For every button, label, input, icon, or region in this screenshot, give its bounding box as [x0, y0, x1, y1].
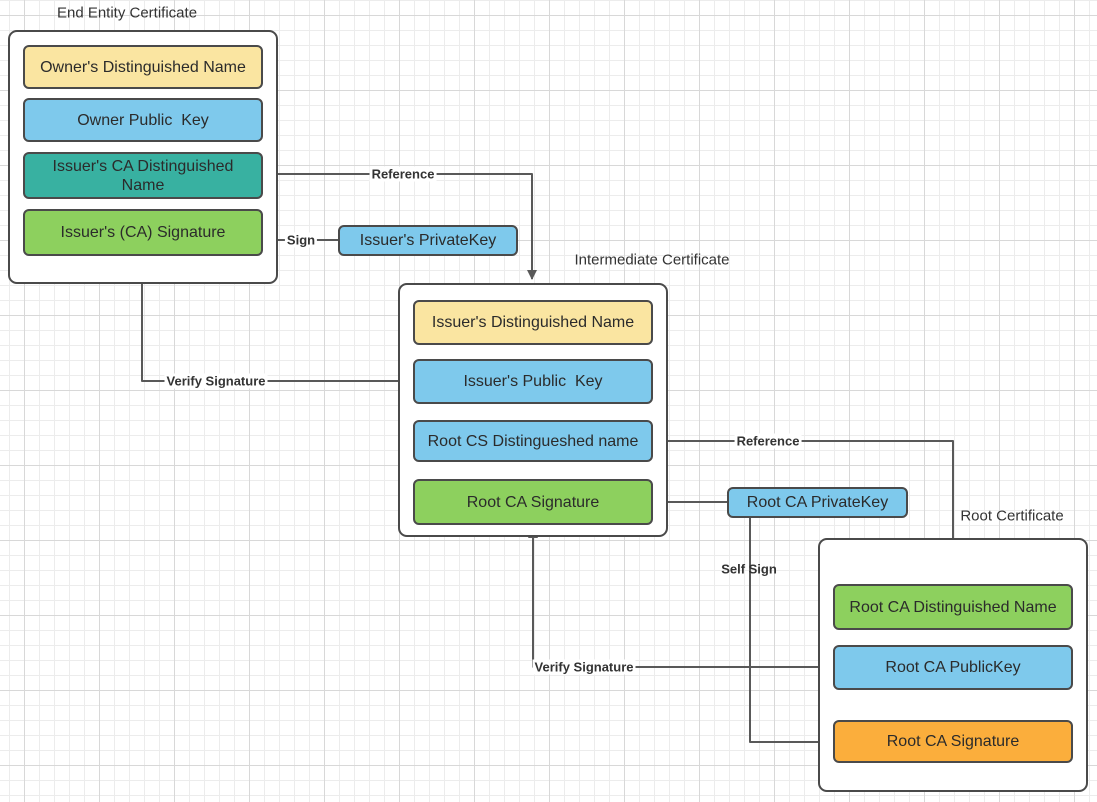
issuer-ca-signature-box: Issuer's (CA) Signature [23, 209, 263, 256]
arrow-verify-right [528, 528, 832, 668]
root-ca-private-key-box: Root CA PrivateKey [727, 487, 908, 518]
intermediate-certificate-title: Intermediate Certificate [574, 251, 730, 269]
issuer-distinguished-name-box: Issuer's Distinguished Name [413, 300, 653, 345]
verify-signature-right-arrow-label: Verify Signature [532, 659, 636, 675]
root-ca-signature-box-intermediate: Root CA Signature [413, 479, 653, 525]
issuer-public-key-box: Issuer's Public Key [413, 359, 653, 404]
owner-public-key-box: Owner Public Key [23, 98, 263, 142]
arrow-self-sign [749, 518, 829, 747]
root-ca-signature-box-root: Root CA Signature [833, 720, 1073, 763]
root-ca-distinguished-name-box: Root CA Distinguished Name [833, 584, 1073, 630]
root-ca-public-key-box: Root CA PublicKey [833, 645, 1073, 690]
owner-distinguished-name-box: Owner's Distinguished Name [23, 45, 263, 89]
issuer-private-key-box: Issuer's PrivateKey [338, 225, 518, 256]
end-entity-certificate-container: Owner's Distinguished Name Owner Public … [8, 30, 278, 284]
sign-arrow-label: Sign [284, 232, 318, 248]
self-sign-arrow-label: Self Sign [721, 561, 777, 577]
root-certificate-container: Root CA Distinguished Name Root CA Publi… [818, 538, 1088, 792]
root-cs-distinguished-name-box: Root CS Distingueshed name [413, 420, 653, 462]
verify-signature-left-arrow-label: Verify Signature [164, 373, 268, 389]
root-certificate-title: Root Certificate [960, 507, 1064, 525]
issuer-ca-distinguished-name-box: Issuer's CA Distinguished Name [23, 152, 263, 199]
reference-right-arrow-label: Reference [734, 433, 802, 449]
reference-left-arrow-label: Reference [369, 166, 437, 182]
end-entity-certificate-title: End Entity Certificate [56, 4, 198, 22]
intermediate-certificate-container: Issuer's Distinguished Name Issuer's Pub… [398, 283, 668, 537]
